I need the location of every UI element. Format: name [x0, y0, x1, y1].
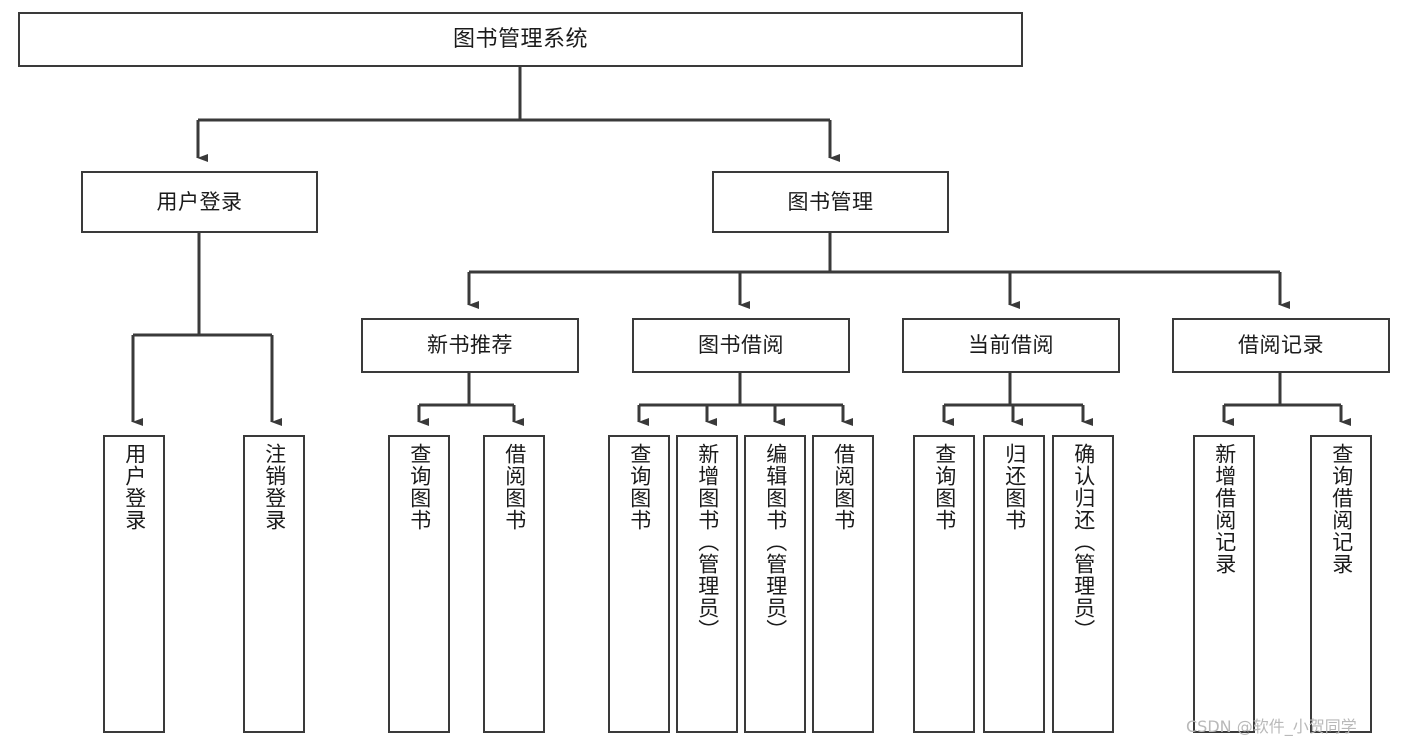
node-leaf-add-book-label: 新增图书（管理员）: [695, 443, 720, 641]
node-borrow-record[interactable]: 借阅记录: [1172, 318, 1390, 373]
node-current-borrow[interactable]: 当前借阅: [902, 318, 1120, 373]
node-root[interactable]: 图书管理系统: [18, 12, 1023, 67]
node-leaf-add-record-label: 新增借阅记录: [1212, 443, 1237, 575]
node-leaf-query-record-label: 查询借阅记录: [1329, 443, 1354, 575]
csdn-watermark: CSDN @软件_小贺同学: [1186, 717, 1357, 736]
node-leaf-query-book-2-label: 查询图书: [627, 443, 652, 531]
node-leaf-user-login-label: 用户登录: [122, 443, 147, 531]
node-leaf-query-book-3-label: 查询图书: [932, 443, 957, 531]
node-book-manage-label: 图书管理: [787, 189, 874, 214]
node-leaf-borrow-book-1-label: 借阅图书: [502, 443, 527, 531]
node-book-borrow[interactable]: 图书借阅: [632, 318, 850, 373]
node-leaf-user-logout[interactable]: 注销登录: [243, 435, 305, 733]
node-root-label: 图书管理系统: [452, 26, 588, 52]
node-leaf-confirm-return[interactable]: 确认归还（管理员）: [1052, 435, 1114, 733]
node-leaf-query-record[interactable]: 查询借阅记录: [1310, 435, 1372, 733]
node-user-login[interactable]: 用户登录: [81, 171, 318, 233]
node-leaf-return-book-label: 归还图书: [1002, 443, 1027, 531]
node-leaf-query-book-2[interactable]: 查询图书: [608, 435, 670, 733]
node-leaf-query-book-1-label: 查询图书: [407, 443, 432, 531]
node-leaf-borrow-book-2-label: 借阅图书: [831, 443, 856, 531]
node-leaf-add-record[interactable]: 新增借阅记录: [1193, 435, 1255, 733]
node-leaf-add-book[interactable]: 新增图书（管理员）: [676, 435, 738, 733]
node-leaf-edit-book-label: 编辑图书（管理员）: [763, 443, 788, 641]
node-leaf-user-logout-label: 注销登录: [262, 443, 287, 531]
node-book-borrow-label: 图书借阅: [698, 333, 784, 358]
node-new-book-rec[interactable]: 新书推荐: [361, 318, 579, 373]
node-leaf-user-login[interactable]: 用户登录: [103, 435, 165, 733]
node-leaf-borrow-book-2[interactable]: 借阅图书: [812, 435, 874, 733]
node-current-borrow-label: 当前借阅: [968, 333, 1054, 358]
node-new-book-rec-label: 新书推荐: [427, 333, 513, 358]
node-leaf-return-book[interactable]: 归还图书: [983, 435, 1045, 733]
node-leaf-query-book-1[interactable]: 查询图书: [388, 435, 450, 733]
node-leaf-borrow-book-1[interactable]: 借阅图书: [483, 435, 545, 733]
node-user-login-label: 用户登录: [156, 189, 243, 214]
node-leaf-confirm-return-label: 确认归还（管理员）: [1071, 443, 1096, 641]
node-leaf-edit-book[interactable]: 编辑图书（管理员）: [744, 435, 806, 733]
node-book-manage[interactable]: 图书管理: [712, 171, 949, 233]
node-leaf-query-book-3[interactable]: 查询图书: [913, 435, 975, 733]
node-borrow-record-label: 借阅记录: [1238, 333, 1324, 358]
